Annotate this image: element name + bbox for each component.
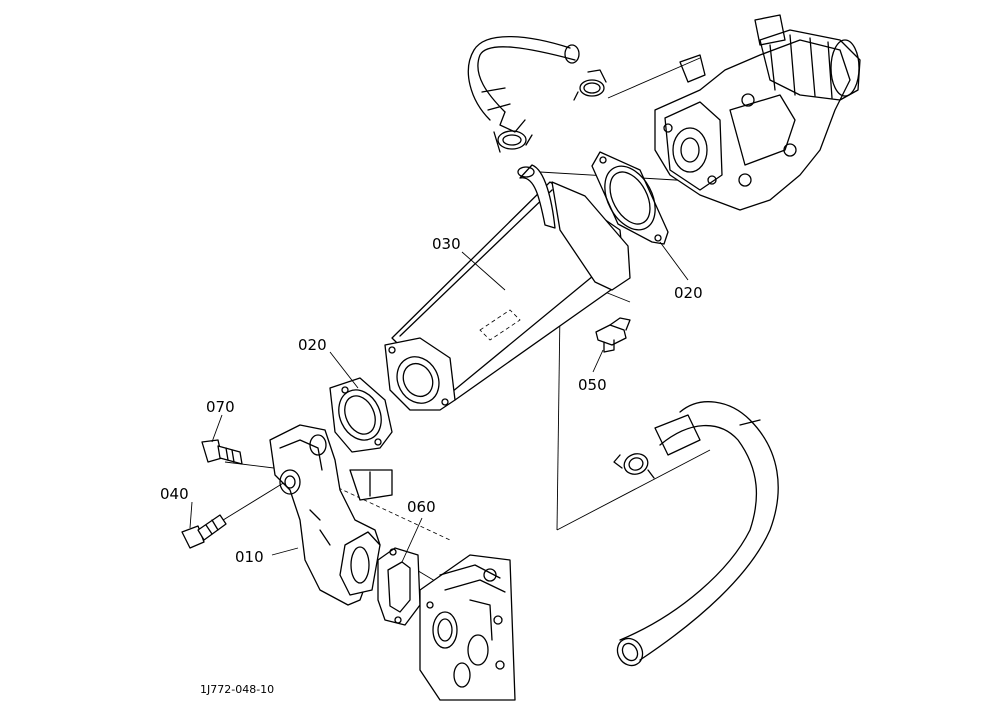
lower-hose-clamp [613,453,655,479]
gasket-060 [377,547,421,626]
callout-010: 010 [235,548,264,566]
callout-020-upper: 020 [674,284,703,302]
upper-hose-clamp-left [493,130,533,153]
alignment-lines [214,57,761,591]
bolt-050 [595,317,631,353]
callout-070: 070 [206,398,235,416]
callout-020-lower: 020 [298,336,327,354]
callout-040: 040 [160,485,189,503]
egr-valve [654,14,861,211]
egr-cooler [384,164,631,411]
gasket-lower [329,377,393,453]
drawing-code: 1J772-048-10 [200,683,274,696]
callout-050: 050 [578,376,607,394]
leader-lines [189,241,689,563]
bolt-040 [181,514,227,549]
lower-water-hose [616,401,779,667]
bolt-070 [201,439,243,465]
callout-030: 030 [432,235,461,253]
callout-060: 060 [407,498,436,516]
upper-hose-clamp-right [573,69,607,101]
egr-pipe-010 [269,424,393,606]
upper-water-hose [467,35,580,133]
gasket-upper [591,151,669,245]
cylinder-head [419,554,516,701]
